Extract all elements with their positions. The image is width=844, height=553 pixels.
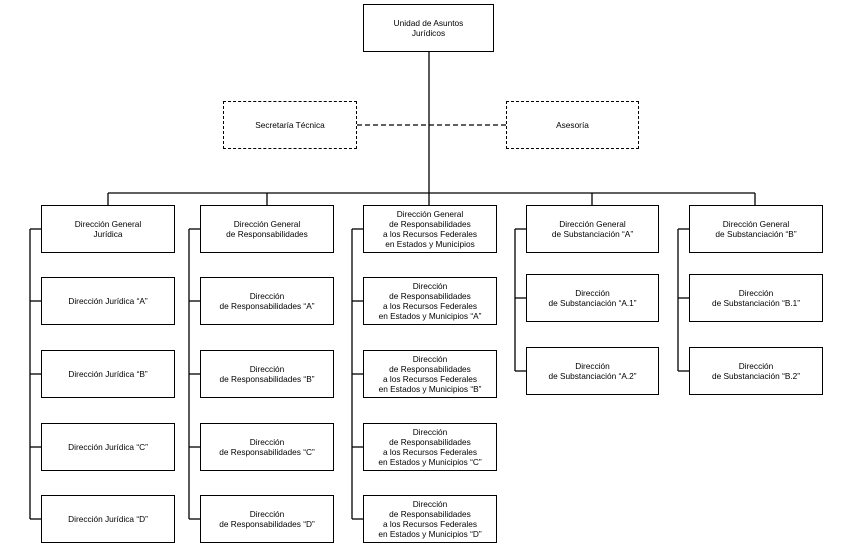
direccion-responsabilidades-a-box: Dirección de Responsabilidades “A” <box>200 277 334 325</box>
direccion-substanciacion-a1-box: Dirección de Substanciación “A.1” <box>526 274 659 322</box>
direccion-substanciacion-a2-box: Dirección de Substanciación “A.2” <box>526 347 659 395</box>
secretaria-tecnica-box: Secretaría Técnica <box>223 101 357 149</box>
direccion-recursos-federales-d-box: Dirección de Responsabilidades a los Rec… <box>363 495 497 543</box>
direccion-substanciacion-b2-box: Dirección de Substanciación “B.2” <box>689 347 823 395</box>
direccion-juridica-d-box: Dirección Jurídica “D” <box>41 495 175 543</box>
dg-responsabilidades-box: Dirección General de Responsabilidades <box>200 205 334 253</box>
direccion-responsabilidades-b-box: Dirección de Responsabilidades “B” <box>200 350 334 398</box>
dg-substanciacion-b-box: Dirección General de Substanciación “B” <box>689 205 823 253</box>
direccion-juridica-c-box: Dirección Jurídica “C” <box>41 423 175 471</box>
direccion-recursos-federales-c-box: Dirección de Responsabilidades a los Rec… <box>363 423 497 471</box>
dg-juridica-box: Dirección General Jurídica <box>41 205 175 253</box>
direccion-recursos-federales-b-box: Dirección de Responsabilidades a los Rec… <box>363 350 497 398</box>
direccion-substanciacion-b1-box: Dirección de Substanciación “B.1” <box>689 274 823 322</box>
unidad-asuntos-juridicos-box: Unidad de Asuntos Jurídicos <box>363 4 494 52</box>
direccion-responsabilidades-d-box: Dirección de Responsabilidades “D” <box>200 495 334 543</box>
direccion-juridica-a-box: Dirección Jurídica “A” <box>41 277 175 325</box>
direccion-juridica-b-box: Dirección Jurídica “B” <box>41 350 175 398</box>
direccion-responsabilidades-c-box: Dirección de Responsabilidades “C” <box>200 423 334 471</box>
dg-substanciacion-a-box: Dirección General de Substanciación “A” <box>526 205 659 253</box>
asesoria-box: Asesoría <box>506 101 639 149</box>
dg-responsabilidades-recursos-federales-box: Dirección General de Responsabilidades a… <box>363 205 497 253</box>
direccion-recursos-federales-a-box: Dirección de Responsabilidades a los Rec… <box>363 277 497 325</box>
